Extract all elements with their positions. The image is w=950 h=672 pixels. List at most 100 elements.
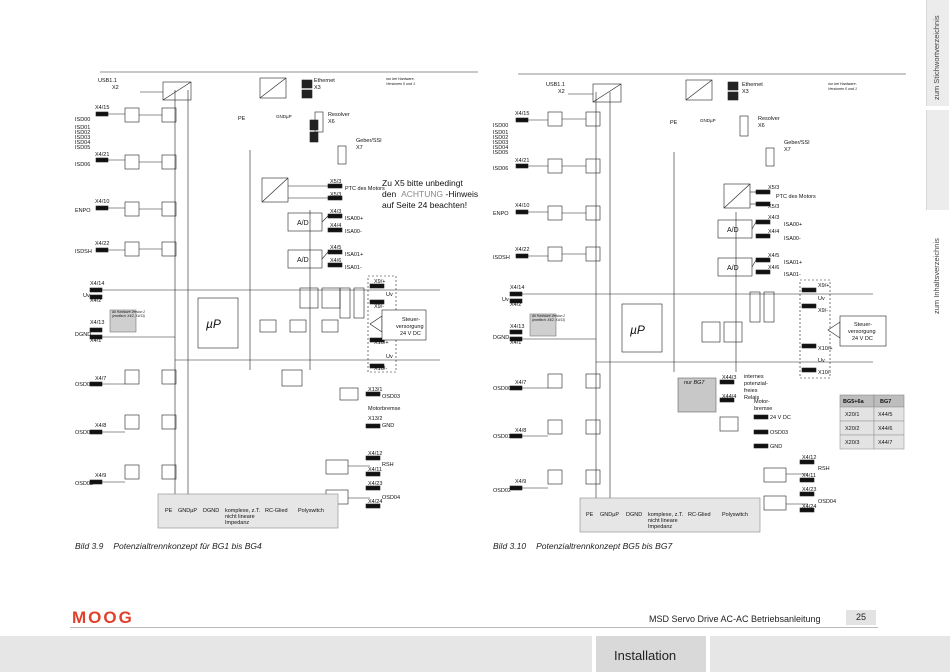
brake-table-header-1: BG5+6a xyxy=(843,399,865,405)
isd02-label: ISD02 xyxy=(75,130,90,136)
x4-4-label: X4/4 xyxy=(768,229,779,235)
isd04-label: ISD04 xyxy=(75,140,90,146)
gndup-label-top: GNDµP xyxy=(276,114,292,119)
x4-22-label: X4/22 xyxy=(515,247,529,253)
x4-15-label: X4/15 xyxy=(515,111,529,117)
document-title: MSD Servo Drive AC-AC Betriebsanleitung xyxy=(649,614,821,624)
x4-1-label: X4/1 xyxy=(510,340,521,346)
enpo-label: ENPO xyxy=(493,211,509,217)
relay-label-2: potenzial- xyxy=(744,381,768,387)
resolver-label: Resolver xyxy=(758,116,780,122)
tab-table-of-contents[interactable]: zum Inhaltsverzeichnis xyxy=(926,110,949,314)
x44-4-label: X44/4 xyxy=(722,394,736,400)
x5-3b-label: X5/3 xyxy=(768,204,779,210)
ethernet-label: Ethernet xyxy=(314,78,335,84)
x4-21-label: X4/21 xyxy=(95,152,109,158)
x10p-label: X10/+ xyxy=(374,340,389,346)
osd00-label: OSD00 xyxy=(75,382,93,388)
supply-label-3: 24 V DC xyxy=(400,331,421,337)
x10p-label: X10/+ xyxy=(818,346,833,352)
osd01-label: OSD01 xyxy=(75,430,93,436)
x5-3-label: X5/3 xyxy=(330,179,341,185)
x2-label: X2 xyxy=(558,89,565,95)
brake-table-header-2: BG7 xyxy=(880,399,891,405)
tab-keyword-index[interactable]: zum Stichwortverzeichnis xyxy=(926,0,949,106)
ad-label-1: A/D xyxy=(297,220,309,227)
x4-12-label: X4/12 xyxy=(368,451,382,457)
v24-label: 24 V DC xyxy=(770,415,791,421)
hw-note-1: nur bei Hardware- xyxy=(828,82,858,86)
isdsh-label: ISDSH xyxy=(75,249,92,255)
hw-version-note-2: (zweifach: X4/2, X4/13) xyxy=(112,314,145,318)
legend-impedance-3: Impedanz xyxy=(648,524,672,530)
isd03-label: ISD03 xyxy=(493,140,508,146)
ad-label-2: A/D xyxy=(727,265,739,272)
uv-label-left: Uv xyxy=(83,293,90,299)
isa01p-label: ISA01+ xyxy=(345,252,363,258)
supply-label-1: Steuer- xyxy=(402,317,420,323)
x9m-label: X9/- xyxy=(374,304,384,310)
supply-label-2: versorgung xyxy=(396,324,424,330)
section-box xyxy=(596,636,706,672)
isa00m-label: ISA00- xyxy=(345,229,362,235)
legend-dgnd: DGND xyxy=(203,508,219,514)
gndup-label-top: GNDµP xyxy=(700,118,716,123)
hw-version-note-1: Ab Hardware-Version 2 xyxy=(111,310,145,314)
rsh-label: RSH xyxy=(818,466,830,472)
brake-table-cell: X20/2 xyxy=(845,426,859,432)
ethernet-label: Ethernet xyxy=(742,82,763,88)
x4-11-label: X4/11 xyxy=(802,473,816,479)
figure-title: Potenzialtrennkonzept BG5 bis BG7 xyxy=(536,541,673,551)
legend-rc: RC-Glied xyxy=(265,508,288,514)
isa00m-label: ISA00- xyxy=(784,236,801,242)
isd05-label: ISD05 xyxy=(493,150,508,156)
motorbrake-label-2: bremse xyxy=(754,406,772,412)
osd04-label: OSD04 xyxy=(382,495,400,501)
brake-table-cell: X44/6 xyxy=(878,426,892,432)
x4-24-label: X4/24 xyxy=(368,499,382,505)
geber-label: Geber/SSI xyxy=(356,138,382,144)
legend-impedance-2: nicht lineare xyxy=(225,514,255,520)
osd02-label: OSD02 xyxy=(75,481,93,487)
isd03-label: ISD03 xyxy=(75,135,90,141)
dgnd-label-left: DGND xyxy=(75,332,91,338)
band-right xyxy=(710,636,950,672)
supply-label-1: Steuer- xyxy=(854,322,872,328)
isd01-label: ISD01 xyxy=(493,130,508,136)
x4-21-label: X4/21 xyxy=(515,158,529,164)
isa01m-label: ISA01- xyxy=(784,272,801,278)
osd03-label: OSD03 xyxy=(382,394,400,400)
bg7-only-label: nur BG7 xyxy=(684,380,705,386)
supply-label-2: versorgung xyxy=(848,329,876,335)
figure-title: Potenzialtrennkonzept für BG1 bis BG4 xyxy=(113,541,262,551)
note-hinweis: -Hinweis xyxy=(446,189,479,199)
osd02-label: OSD02 xyxy=(493,488,511,494)
note-achtung: ACHTUNG xyxy=(401,189,443,199)
isd06-label: ISD06 xyxy=(493,166,508,172)
uv-label-right: Uv xyxy=(386,292,393,298)
isd04-label: ISD04 xyxy=(493,145,508,151)
brake-table-cell: X44/7 xyxy=(878,440,892,446)
x4-9-label: X4/9 xyxy=(95,473,106,479)
x4-15-label: X4/15 xyxy=(95,105,109,111)
x9p-label: X9/+ xyxy=(818,283,829,289)
x4-14-label: X4/14 xyxy=(90,281,104,287)
note-line-2: den ACHTUNG -Hinweis xyxy=(382,189,478,199)
x4-5-label: X4/5 xyxy=(768,253,779,259)
supply-label-3: 24 V DC xyxy=(852,336,873,342)
x4-8-label: X4/8 xyxy=(95,423,106,429)
note-den: den xyxy=(382,189,396,199)
uv-label-right-2: Uv xyxy=(386,354,393,360)
section-title: Installation xyxy=(614,648,677,663)
brake-table-cell: X20/1 xyxy=(845,412,859,418)
geber-label: Geber/SSI xyxy=(784,140,810,146)
legend-rc: RC-Glied xyxy=(688,512,711,518)
x4-7-label: X4/7 xyxy=(515,380,526,386)
legend-gndup: GNDµP xyxy=(178,508,197,514)
x9p-label: X9/+ xyxy=(374,279,385,285)
x6-label: X6 xyxy=(758,123,765,129)
legend-impedance-1: komplexe, z.T. xyxy=(225,508,261,514)
osd01-label: OSD01 xyxy=(493,434,511,440)
